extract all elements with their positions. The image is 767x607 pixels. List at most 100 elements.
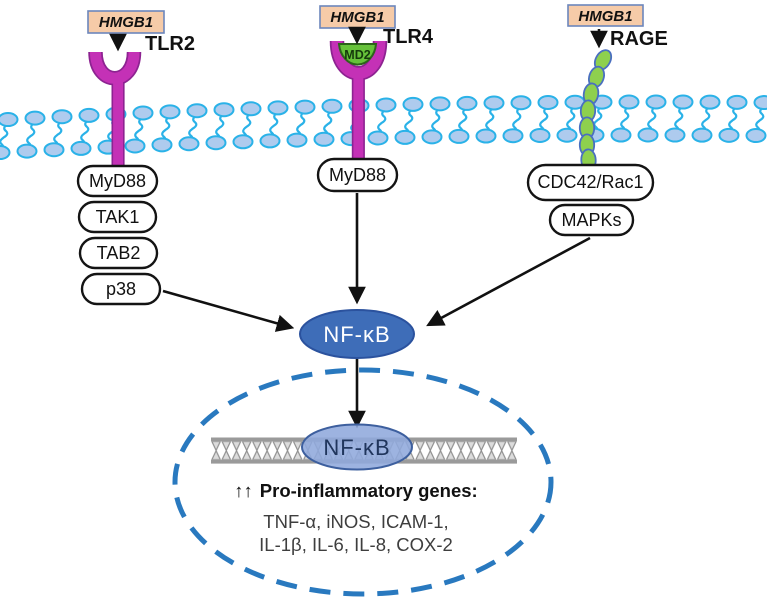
- nfkb-ellipse: [299, 309, 415, 359]
- md2-label: MD2: [344, 48, 370, 62]
- lipid-head: [286, 132, 308, 148]
- tlr4-cup: [331, 40, 386, 79]
- pill-myd88-left: [76, 164, 159, 198]
- lipid-head: [726, 94, 748, 110]
- nucleus-envelope: [172, 367, 554, 597]
- nuclear-nfkb-label: NF-κB: [323, 435, 390, 460]
- lipid-head: [70, 140, 92, 156]
- hmgb1-label-left: HMGB1: [99, 14, 153, 31]
- lipid-head: [16, 143, 38, 159]
- pill-mapks-label: MAPKs: [561, 210, 621, 230]
- nfkb-cytosol: NF-κB: [299, 309, 415, 359]
- lipid-head: [159, 104, 181, 120]
- lipid-head: [78, 107, 100, 123]
- lipid-head: [178, 136, 200, 152]
- lipid-head: [124, 138, 146, 154]
- lipid-head: [672, 94, 694, 110]
- lipid-head: [556, 127, 578, 143]
- hmgb1-label-right: HMGB1: [578, 8, 632, 25]
- genes-header: ↑↑ Pro-inflammatory genes:: [234, 480, 477, 501]
- genes-header-text: Pro-inflammatory genes:: [260, 480, 478, 501]
- tlr4-stem: [351, 73, 365, 162]
- lipid-head: [699, 94, 721, 110]
- tlr4-receptor: MD2: [329, 40, 388, 162]
- pill-cdc42-rac1-label: CDC42/Rac1: [537, 172, 643, 192]
- tlr4-cascade: MyD88: [316, 157, 399, 193]
- lipid-head: [402, 96, 424, 112]
- pill-myd88-middle: [316, 157, 399, 193]
- pill-myd88-left-label: MyD88: [89, 171, 146, 191]
- pill-tab2-label: TAB2: [97, 243, 141, 263]
- lipid-head: [24, 110, 46, 126]
- lipid-head: [321, 98, 343, 114]
- pill-p38-label: p38: [106, 279, 136, 299]
- lipid-head: [664, 127, 686, 143]
- tlr2-cascade: MyD88 TAK1 TAB2 p38: [76, 164, 162, 306]
- lipid-head: [448, 128, 470, 144]
- lipid-head: [429, 96, 451, 112]
- hmgb1-box-middle: HMGB1: [319, 5, 396, 29]
- lipid-head: [205, 135, 227, 151]
- genes-line-2: IL-1β, IL-6, IL-8, COX-2: [259, 534, 453, 555]
- lipid-head: [240, 101, 262, 117]
- pill-tak1-label: TAK1: [96, 207, 140, 227]
- pill-myd88-middle-label: MyD88: [329, 165, 386, 185]
- arrow-mapks-to-nfkb: [426, 236, 591, 327]
- lipid-head: [502, 128, 524, 144]
- lipid-head: [745, 128, 767, 144]
- md2-coreceptor: [337, 43, 378, 66]
- hmgb1-box-right: HMGB1: [567, 4, 644, 27]
- pill-p38: [80, 272, 162, 306]
- lipid-head: [456, 95, 478, 111]
- nfkb-nucleus: NF-κB: [301, 423, 413, 471]
- cell-membrane-lipid-bilayer: [0, 94, 767, 161]
- up-arrows-icon: ↑↑: [234, 480, 253, 501]
- lipid-head: [367, 130, 389, 146]
- lipid-head: [510, 95, 532, 111]
- lipid-head: [483, 95, 505, 111]
- genes-line-1: TNF-α, iNOS, ICAM-1,: [263, 511, 448, 532]
- tlr2-label: TLR2: [145, 33, 195, 55]
- lipid-head: [718, 127, 740, 143]
- lipid-head: [213, 102, 235, 118]
- lipid-head: [232, 134, 254, 150]
- lipid-head: [691, 127, 713, 143]
- tlr2-stem: [111, 75, 125, 168]
- lipid-head: [132, 105, 154, 121]
- nuclear-nfkb-ellipse: [301, 423, 413, 471]
- tlr4-label: TLR4: [383, 26, 434, 48]
- lipid-head: [394, 129, 416, 145]
- lipid-head: [610, 127, 632, 143]
- tlr2-cup: [90, 51, 140, 84]
- lipid-head: [618, 94, 640, 110]
- lipid-head: [313, 131, 335, 147]
- lipid-head: [267, 100, 289, 116]
- pill-mapks: [548, 203, 635, 237]
- lipid-head: [0, 112, 19, 128]
- lipid-head: [43, 142, 65, 158]
- arrow-p38-to-nfkb: [162, 289, 295, 332]
- lipid-head: [421, 129, 443, 145]
- pill-tab2: [78, 236, 159, 270]
- lipid-head: [753, 95, 767, 111]
- lipid-head: [259, 133, 281, 149]
- lipid-head: [51, 109, 73, 125]
- lipid-head: [375, 97, 397, 113]
- lipid-head: [294, 99, 316, 115]
- lipid-head: [0, 145, 11, 161]
- lipid-head: [186, 103, 208, 119]
- hmgb1-box-left-rect: [87, 10, 165, 34]
- rage-receptor: [578, 49, 613, 172]
- pill-cdc42-rac1: [526, 163, 655, 202]
- lipid-head: [529, 127, 551, 143]
- lipid-head: [475, 128, 497, 144]
- hmgb1-box-right-rect: [567, 4, 644, 27]
- rage-label: RAGE: [610, 28, 668, 50]
- hmgb1-label-middle: HMGB1: [330, 9, 384, 26]
- rage-cascade: CDC42/Rac1 MAPKs: [526, 163, 655, 237]
- lipid-head: [151, 137, 173, 153]
- hmgb1-box-left: HMGB1: [87, 10, 165, 34]
- lipid-head: [637, 127, 659, 143]
